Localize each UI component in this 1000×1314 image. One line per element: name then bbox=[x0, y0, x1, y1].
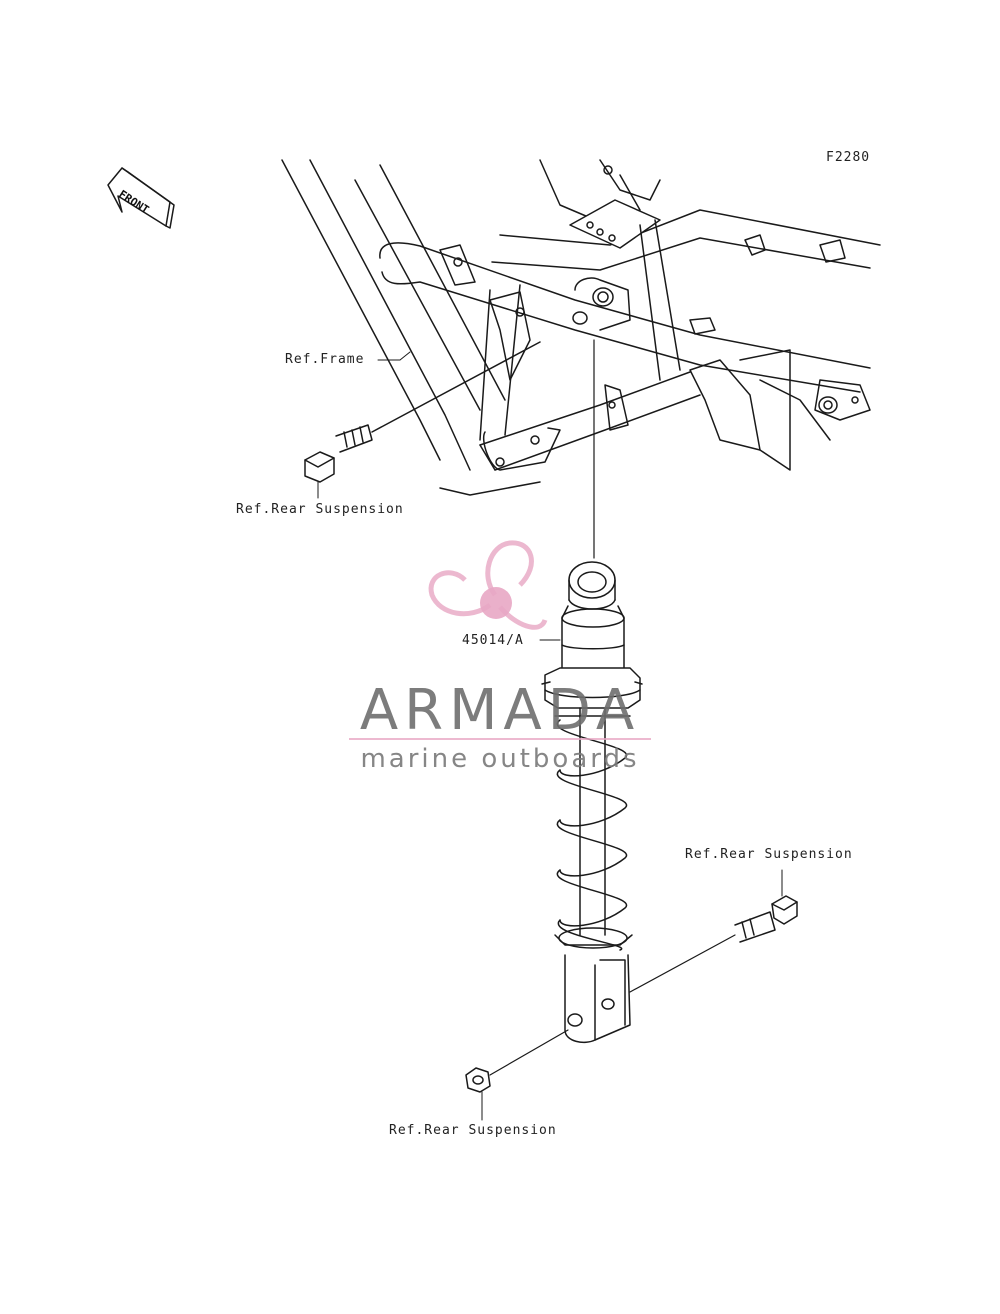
bolt-top-left bbox=[304, 341, 541, 499]
watermark-divider bbox=[349, 738, 651, 740]
nut-bottom bbox=[465, 1029, 569, 1121]
watermark-logo-icon bbox=[428, 540, 548, 630]
watermark-tagline: marine outboards bbox=[360, 744, 640, 774]
label-part-number: 45014/A bbox=[462, 633, 524, 648]
diagram-code: F2280 bbox=[826, 150, 871, 165]
label-ref-rear-suspension-top: Ref.Rear Suspension bbox=[236, 502, 404, 517]
shock-absorber bbox=[541, 561, 643, 1043]
frame-drawing bbox=[281, 159, 881, 496]
label-ref-frame: Ref.Frame bbox=[285, 352, 365, 367]
watermark-brand: ARMADA bbox=[359, 678, 641, 743]
label-ref-rear-suspension-bottom: Ref.Rear Suspension bbox=[389, 1123, 557, 1138]
label-ref-rear-suspension-right: Ref.Rear Suspension bbox=[685, 847, 853, 862]
bolt-right bbox=[629, 869, 798, 993]
front-arrow-icon: FRONT bbox=[107, 167, 175, 229]
